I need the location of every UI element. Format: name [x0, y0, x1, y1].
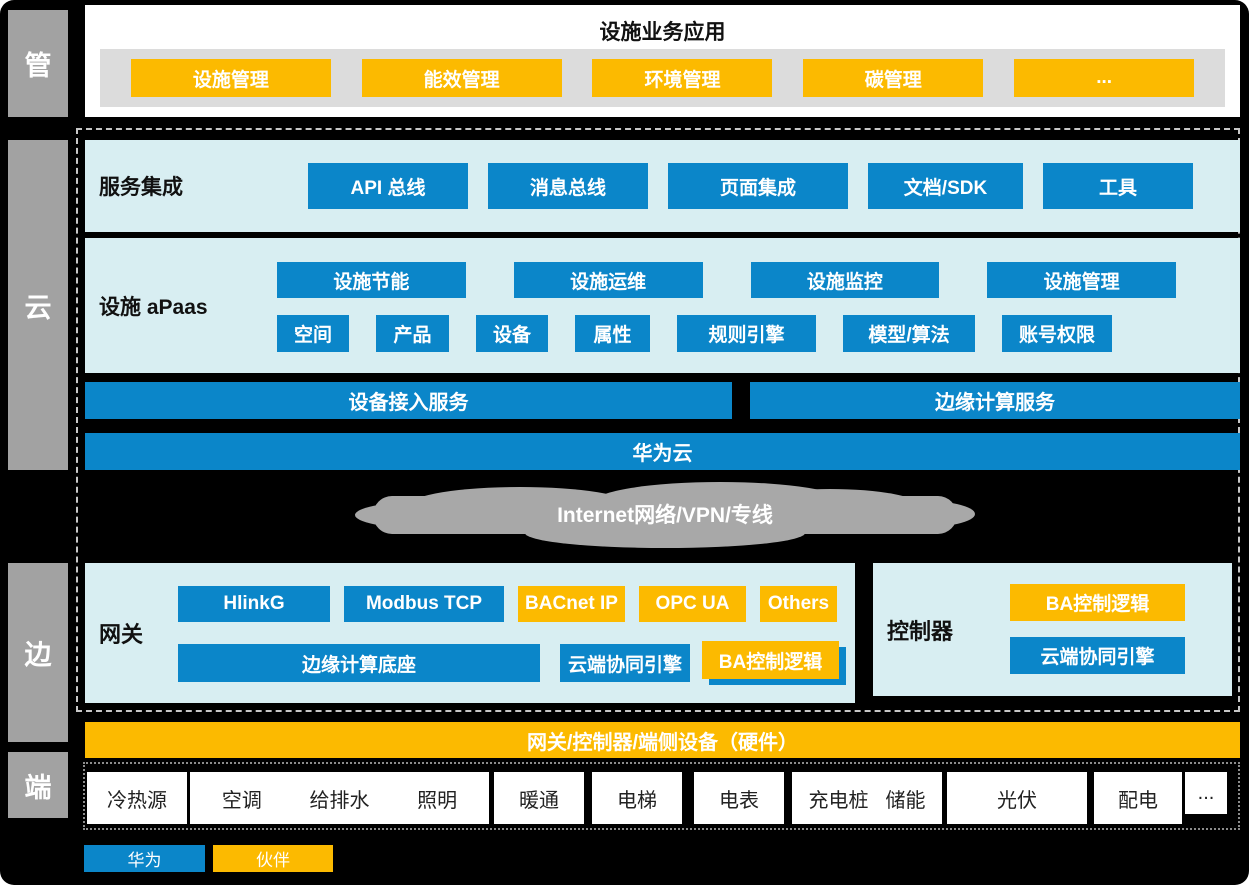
- terminal-label: 电梯: [617, 789, 657, 812]
- block-attribute: 属性: [575, 315, 650, 352]
- block-api-bus: API 总线: [308, 163, 468, 209]
- terminal-label: 光伏: [997, 789, 1037, 812]
- terminal-meter: 电表: [694, 772, 784, 824]
- block-opc-ua: OPC UA: [639, 586, 746, 622]
- hardware-bar: 网关/控制器/端侧设备（硬件）: [85, 722, 1240, 758]
- terminal-label: 暖通: [519, 789, 559, 812]
- block-rule-engine: 规则引擎: [677, 315, 816, 352]
- layer-label-cloud: 云: [8, 140, 68, 470]
- terminal-label: 照明: [417, 789, 458, 812]
- block-facility-saving: 设施节能: [277, 262, 466, 298]
- block-account: 账号权限: [1002, 315, 1112, 352]
- internet-network-cloud: Internet网络/VPN/专线: [355, 480, 975, 548]
- block-tools: 工具: [1043, 163, 1193, 209]
- terminal-hvac-group: 空调 给排水 照明: [190, 772, 489, 824]
- layer-label-device: 端: [8, 752, 68, 818]
- cloud-section-dashed-border: [76, 128, 1240, 712]
- app-block-facility-mgmt: 设施管理: [130, 59, 331, 97]
- layer-label-edge: 边: [8, 563, 68, 742]
- terminal-label: 给排水: [309, 789, 370, 812]
- controller-panel: 控制器 BA控制逻辑 云端协同引擎: [873, 563, 1232, 696]
- legend-partner: 伙伴: [213, 845, 333, 872]
- terminal-label: 空调: [221, 789, 262, 812]
- gateway-runtime-row: 边缘计算底座 云端协同引擎 BA控制逻辑: [178, 641, 839, 682]
- business-app-strip: 设施管理 能效管理 环境管理 碳管理 ...: [100, 49, 1225, 107]
- cloud-shape-core: [373, 496, 957, 534]
- block-page-integration: 页面集成: [668, 163, 848, 209]
- terminal-pv: 光伏: [947, 772, 1087, 824]
- terminal-label: 电表: [719, 789, 759, 812]
- terminal-chiller: 冷热源: [87, 772, 187, 824]
- terminal-devices-row: 冷热源 空调 给排水 照明 暖通 电梯 电表 充电桩 储能 光伏 配电 ...: [83, 762, 1240, 830]
- service-integration-label: 服务集成: [99, 176, 183, 199]
- block-ba-control-logic: BA控制逻辑: [702, 641, 839, 679]
- block-product: 产品: [376, 315, 449, 352]
- block-cloud-edge-engine: 云端协同引擎: [560, 644, 690, 682]
- app-block-environment: 环境管理: [592, 59, 773, 97]
- block-edge-computing-base: 边缘计算底座: [178, 644, 540, 682]
- terminal-elevator: 电梯: [592, 772, 682, 824]
- block-bacnet-ip: BACnet IP: [518, 586, 625, 622]
- terminal-label: 配电: [1118, 789, 1158, 812]
- block-message-bus: 消息总线: [488, 163, 648, 209]
- block-facility-operation: 设施运维: [513, 262, 703, 298]
- apaas-services-row: 设施节能 设施运维 设施监控 设施管理: [277, 262, 1176, 298]
- device-access-service-bar: 设备接入服务: [85, 382, 732, 419]
- business-app-box: 设施业务应用 设施管理 能效管理 环境管理 碳管理 ...: [85, 5, 1240, 117]
- block-model-algo: 模型/算法: [843, 315, 975, 352]
- legend-huawei: 华为: [84, 845, 205, 872]
- terminal-heating: 暖通: [494, 772, 584, 824]
- terminal-charging-group: 充电桩 储能: [792, 772, 942, 824]
- apaas-label: 设施 aPaas: [99, 295, 208, 319]
- block-others: Others: [760, 586, 837, 622]
- block-device: 设备: [476, 315, 548, 352]
- terminal-more: ...: [1185, 772, 1227, 814]
- business-app-title: 设施业务应用: [599, 21, 726, 44]
- block-facility-monitor: 设施监控: [750, 262, 940, 298]
- gateway-panel: 网关 HlinkG Modbus TCP BACnet IP OPC UA Ot…: [85, 563, 855, 703]
- block-cloud-edge-engine: 云端协同引擎: [1010, 637, 1185, 674]
- block-ba-control-logic: BA控制逻辑: [1010, 584, 1185, 621]
- terminal-power-dist: 配电: [1094, 772, 1182, 824]
- service-integration-items: API 总线 消息总线 页面集成 文档/SDK 工具: [308, 163, 1193, 209]
- service-integration-panel: 服务集成 API 总线 消息总线 页面集成 文档/SDK 工具: [85, 140, 1240, 232]
- app-block-more: ...: [1014, 59, 1195, 97]
- apaas-panel: 设施 aPaas 设施节能 设施运维 设施监控 设施管理 空间 产品 设备 属性…: [85, 238, 1240, 373]
- controller-items: BA控制逻辑 云端协同引擎: [1010, 584, 1185, 674]
- block-space: 空间: [277, 315, 349, 352]
- block-facility-mgmt: 设施管理: [987, 262, 1176, 298]
- huawei-cloud-bar: 华为云: [85, 433, 1240, 470]
- terminal-label: 冷热源: [107, 789, 167, 812]
- block-doc-sdk: 文档/SDK: [868, 163, 1023, 209]
- terminal-label: 储能: [885, 789, 926, 812]
- layer-label-manage: 管: [8, 10, 68, 117]
- terminal-label: ...: [1197, 781, 1215, 804]
- terminal-label: 充电桩: [808, 789, 869, 812]
- app-block-carbon: 碳管理: [803, 59, 984, 97]
- gateway-label: 网关: [99, 622, 144, 647]
- edge-computing-service-bar: 边缘计算服务: [750, 382, 1240, 419]
- block-hlinkg: HlinkG: [178, 586, 330, 622]
- apaas-objects-row: 空间 产品 设备 属性 规则引擎 模型/算法 账号权限: [277, 315, 1112, 352]
- block-modbus-tcp: Modbus TCP: [344, 586, 504, 622]
- controller-label: 控制器: [887, 618, 954, 644]
- network-label: Internet网络/VPN/专线: [557, 504, 773, 527]
- app-block-energy-mgmt: 能效管理: [361, 59, 562, 97]
- gateway-protocols-row: HlinkG Modbus TCP BACnet IP OPC UA Other…: [178, 586, 837, 622]
